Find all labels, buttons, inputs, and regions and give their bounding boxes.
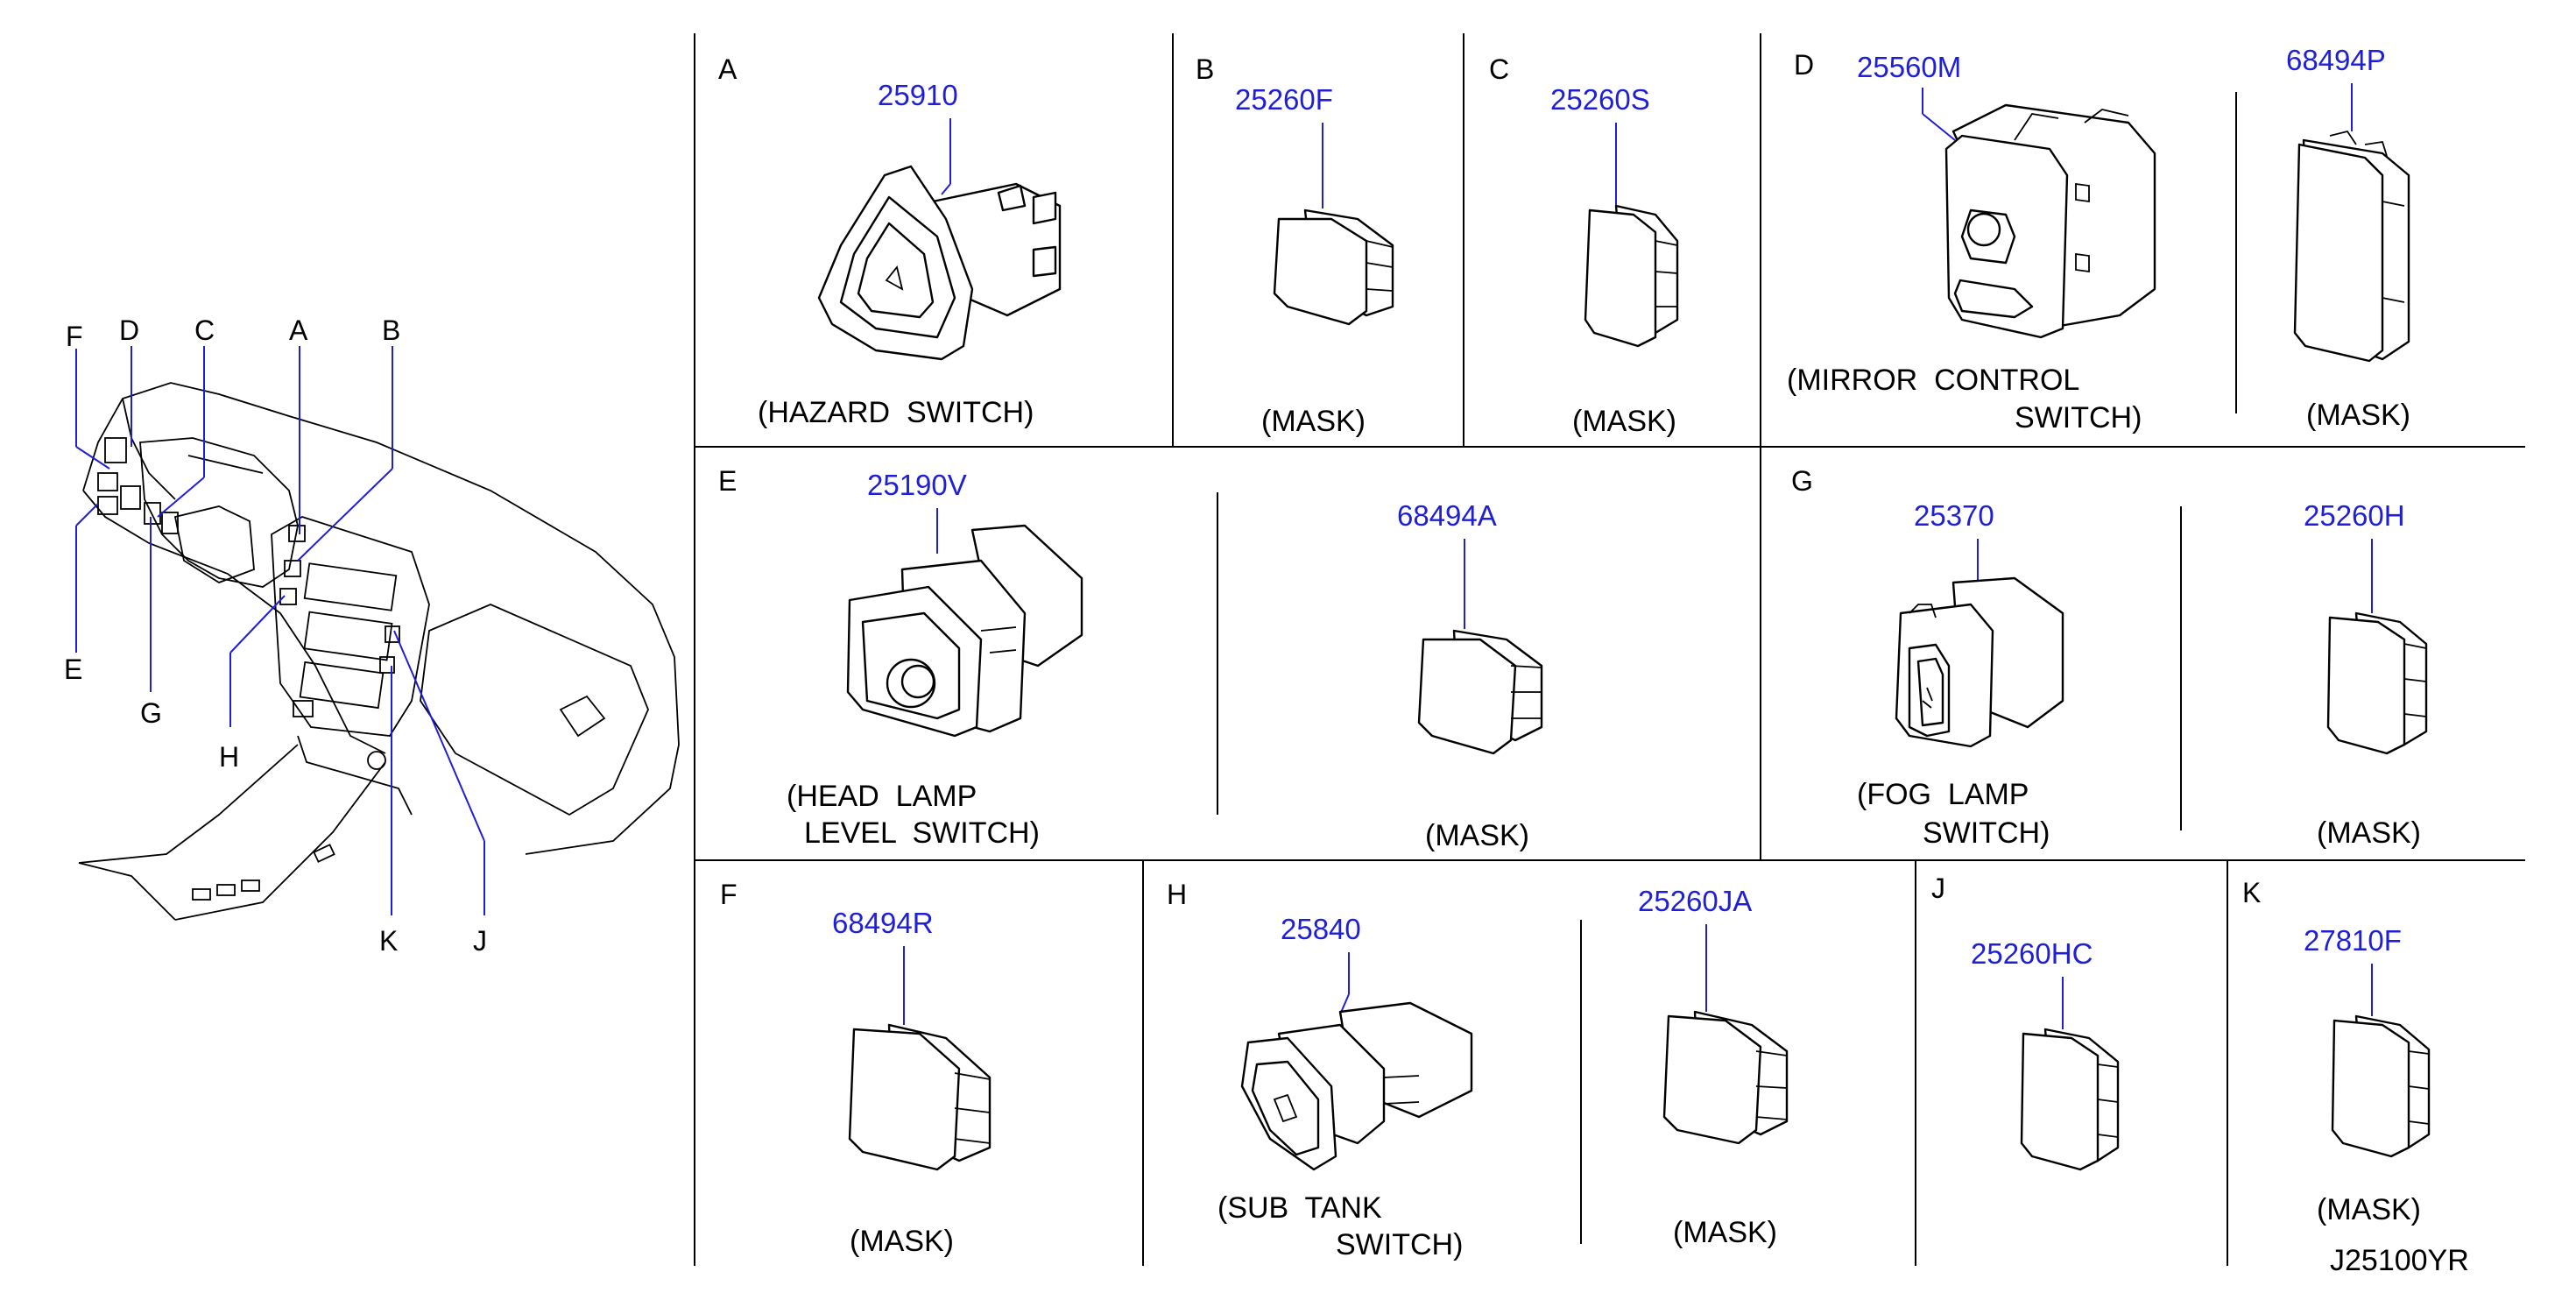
panel-b: B 25260F (MASK) [1196, 53, 1394, 438]
part-number-68494a[interactable]: 68494A [1397, 499, 1497, 532]
panel-grid [694, 33, 2525, 1266]
overview-callout-a: A [289, 314, 308, 346]
mask-part-c [1584, 204, 1679, 348]
mask-part-k [2331, 1014, 2431, 1158]
caption-mirror-control-line1: (MIRROR CONTROL [1787, 364, 2079, 397]
panel-b-letter: B [1196, 53, 1214, 85]
overview-callout-e: E [64, 654, 82, 685]
part-number-27810f[interactable]: 27810F [2304, 924, 2402, 957]
panel-d-letter: D [1794, 49, 1814, 81]
panel-d: D 25560M 68494P (MIRROR CONTROL SWITCH) … [1787, 44, 2410, 435]
overview-callout-k: K [379, 925, 398, 957]
caption-mirror-control-line2: SWITCH) [2015, 401, 2142, 435]
caption-fog-lamp-line2: SWITCH) [1923, 816, 2050, 850]
caption-mask-d: (MASK) [2306, 399, 2410, 432]
mask-part-j [2020, 1028, 2120, 1171]
mirror-control-switch-part [1944, 103, 2156, 339]
caption-mask-f: (MASK) [850, 1225, 954, 1258]
panel-j-letter: J [1931, 873, 1945, 904]
mask-part-h [1662, 1010, 1789, 1145]
mask-part-d [2293, 130, 2410, 363]
part-number-25260s[interactable]: 25260S [1550, 83, 1650, 116]
panel-e: E 25190V 68494A (HEAD LAMP LEVEL SWITCH)… [718, 465, 1543, 852]
panel-h-letter: H [1167, 879, 1187, 910]
overview-callout-b: B [382, 314, 400, 346]
part-number-25260ja[interactable]: 25260JA [1638, 885, 1752, 917]
panel-j: J 25260HC [1931, 873, 2120, 1171]
mask-part-g [2326, 611, 2428, 755]
mask-part-b [1273, 208, 1394, 326]
panel-a: A 25910 (HAZARD SWITCH) [718, 53, 1062, 429]
dashboard-overview: F D C A B E G H K J [64, 314, 680, 957]
part-number-25190v[interactable]: 25190V [867, 469, 967, 501]
head-lamp-level-switch-part [846, 524, 1083, 738]
panel-f-letter: F [720, 879, 738, 910]
part-number-25840[interactable]: 25840 [1281, 913, 1361, 945]
panel-c: C 25260S (MASK) [1489, 53, 1679, 438]
part-number-25910[interactable]: 25910 [878, 79, 958, 111]
sub-tank-switch-part [1240, 1001, 1473, 1171]
overview-callout-d: D [119, 314, 139, 346]
panel-g: G 25370 25260H (FOG LAMP SWITCH) (MASK) [1791, 465, 2428, 850]
caption-head-lamp-line2: LEVEL SWITCH) [804, 816, 1040, 850]
overview-callout-c: C [194, 314, 215, 346]
hazard-switch-part [817, 165, 1062, 361]
caption-mask-g: (MASK) [2317, 816, 2421, 850]
caption-mask-h: (MASK) [1673, 1216, 1777, 1249]
caption-head-lamp-line1: (HEAD LAMP [787, 780, 977, 813]
caption-mask-c: (MASK) [1572, 405, 1676, 438]
mask-part-f [848, 1023, 992, 1171]
part-number-68494p[interactable]: 68494P [2286, 44, 2386, 76]
panel-a-letter: A [718, 53, 738, 85]
panel-k-letter: K [2242, 877, 2261, 908]
panel-k: K 27810F (MASK) [2242, 877, 2431, 1226]
caption-fog-lamp-line1: (FOG LAMP [1857, 778, 2029, 811]
caption-mask-b: (MASK) [1261, 405, 1366, 438]
panel-g-letter: G [1791, 465, 1813, 497]
overview-callout-f: F [66, 321, 83, 352]
panel-h: H 25840 25260JA (SUB TANK SWITCH) (MASK) [1167, 879, 1789, 1261]
part-number-25260h[interactable]: 25260H [2304, 499, 2405, 532]
caption-sub-tank-line2: SWITCH) [1336, 1228, 1463, 1261]
caption-hazard-switch: (HAZARD SWITCH) [758, 396, 1034, 429]
part-number-68494r[interactable]: 68494R [832, 907, 934, 939]
caption-mask-e: (MASK) [1425, 819, 1529, 852]
part-number-25370[interactable]: 25370 [1914, 499, 1994, 532]
part-number-25560m[interactable]: 25560M [1857, 51, 1961, 83]
overview-callout-h: H [219, 741, 239, 773]
part-number-25260f[interactable]: 25260F [1235, 83, 1333, 116]
mask-part-e [1417, 629, 1543, 755]
panel-c-letter: C [1489, 53, 1509, 85]
part-number-25260hc[interactable]: 25260HC [1971, 937, 2093, 970]
panel-f: F 68494R (MASK) [720, 879, 992, 1258]
drawing-code: J25100YR [2330, 1244, 2469, 1277]
panel-e-letter: E [718, 465, 737, 497]
overview-callout-j: J [473, 925, 487, 957]
overview-callout-g: G [140, 697, 162, 729]
caption-mask-k: (MASK) [2317, 1193, 2421, 1226]
caption-sub-tank-line1: (SUB TANK [1217, 1191, 1382, 1225]
fog-lamp-switch-part [1895, 576, 2064, 748]
